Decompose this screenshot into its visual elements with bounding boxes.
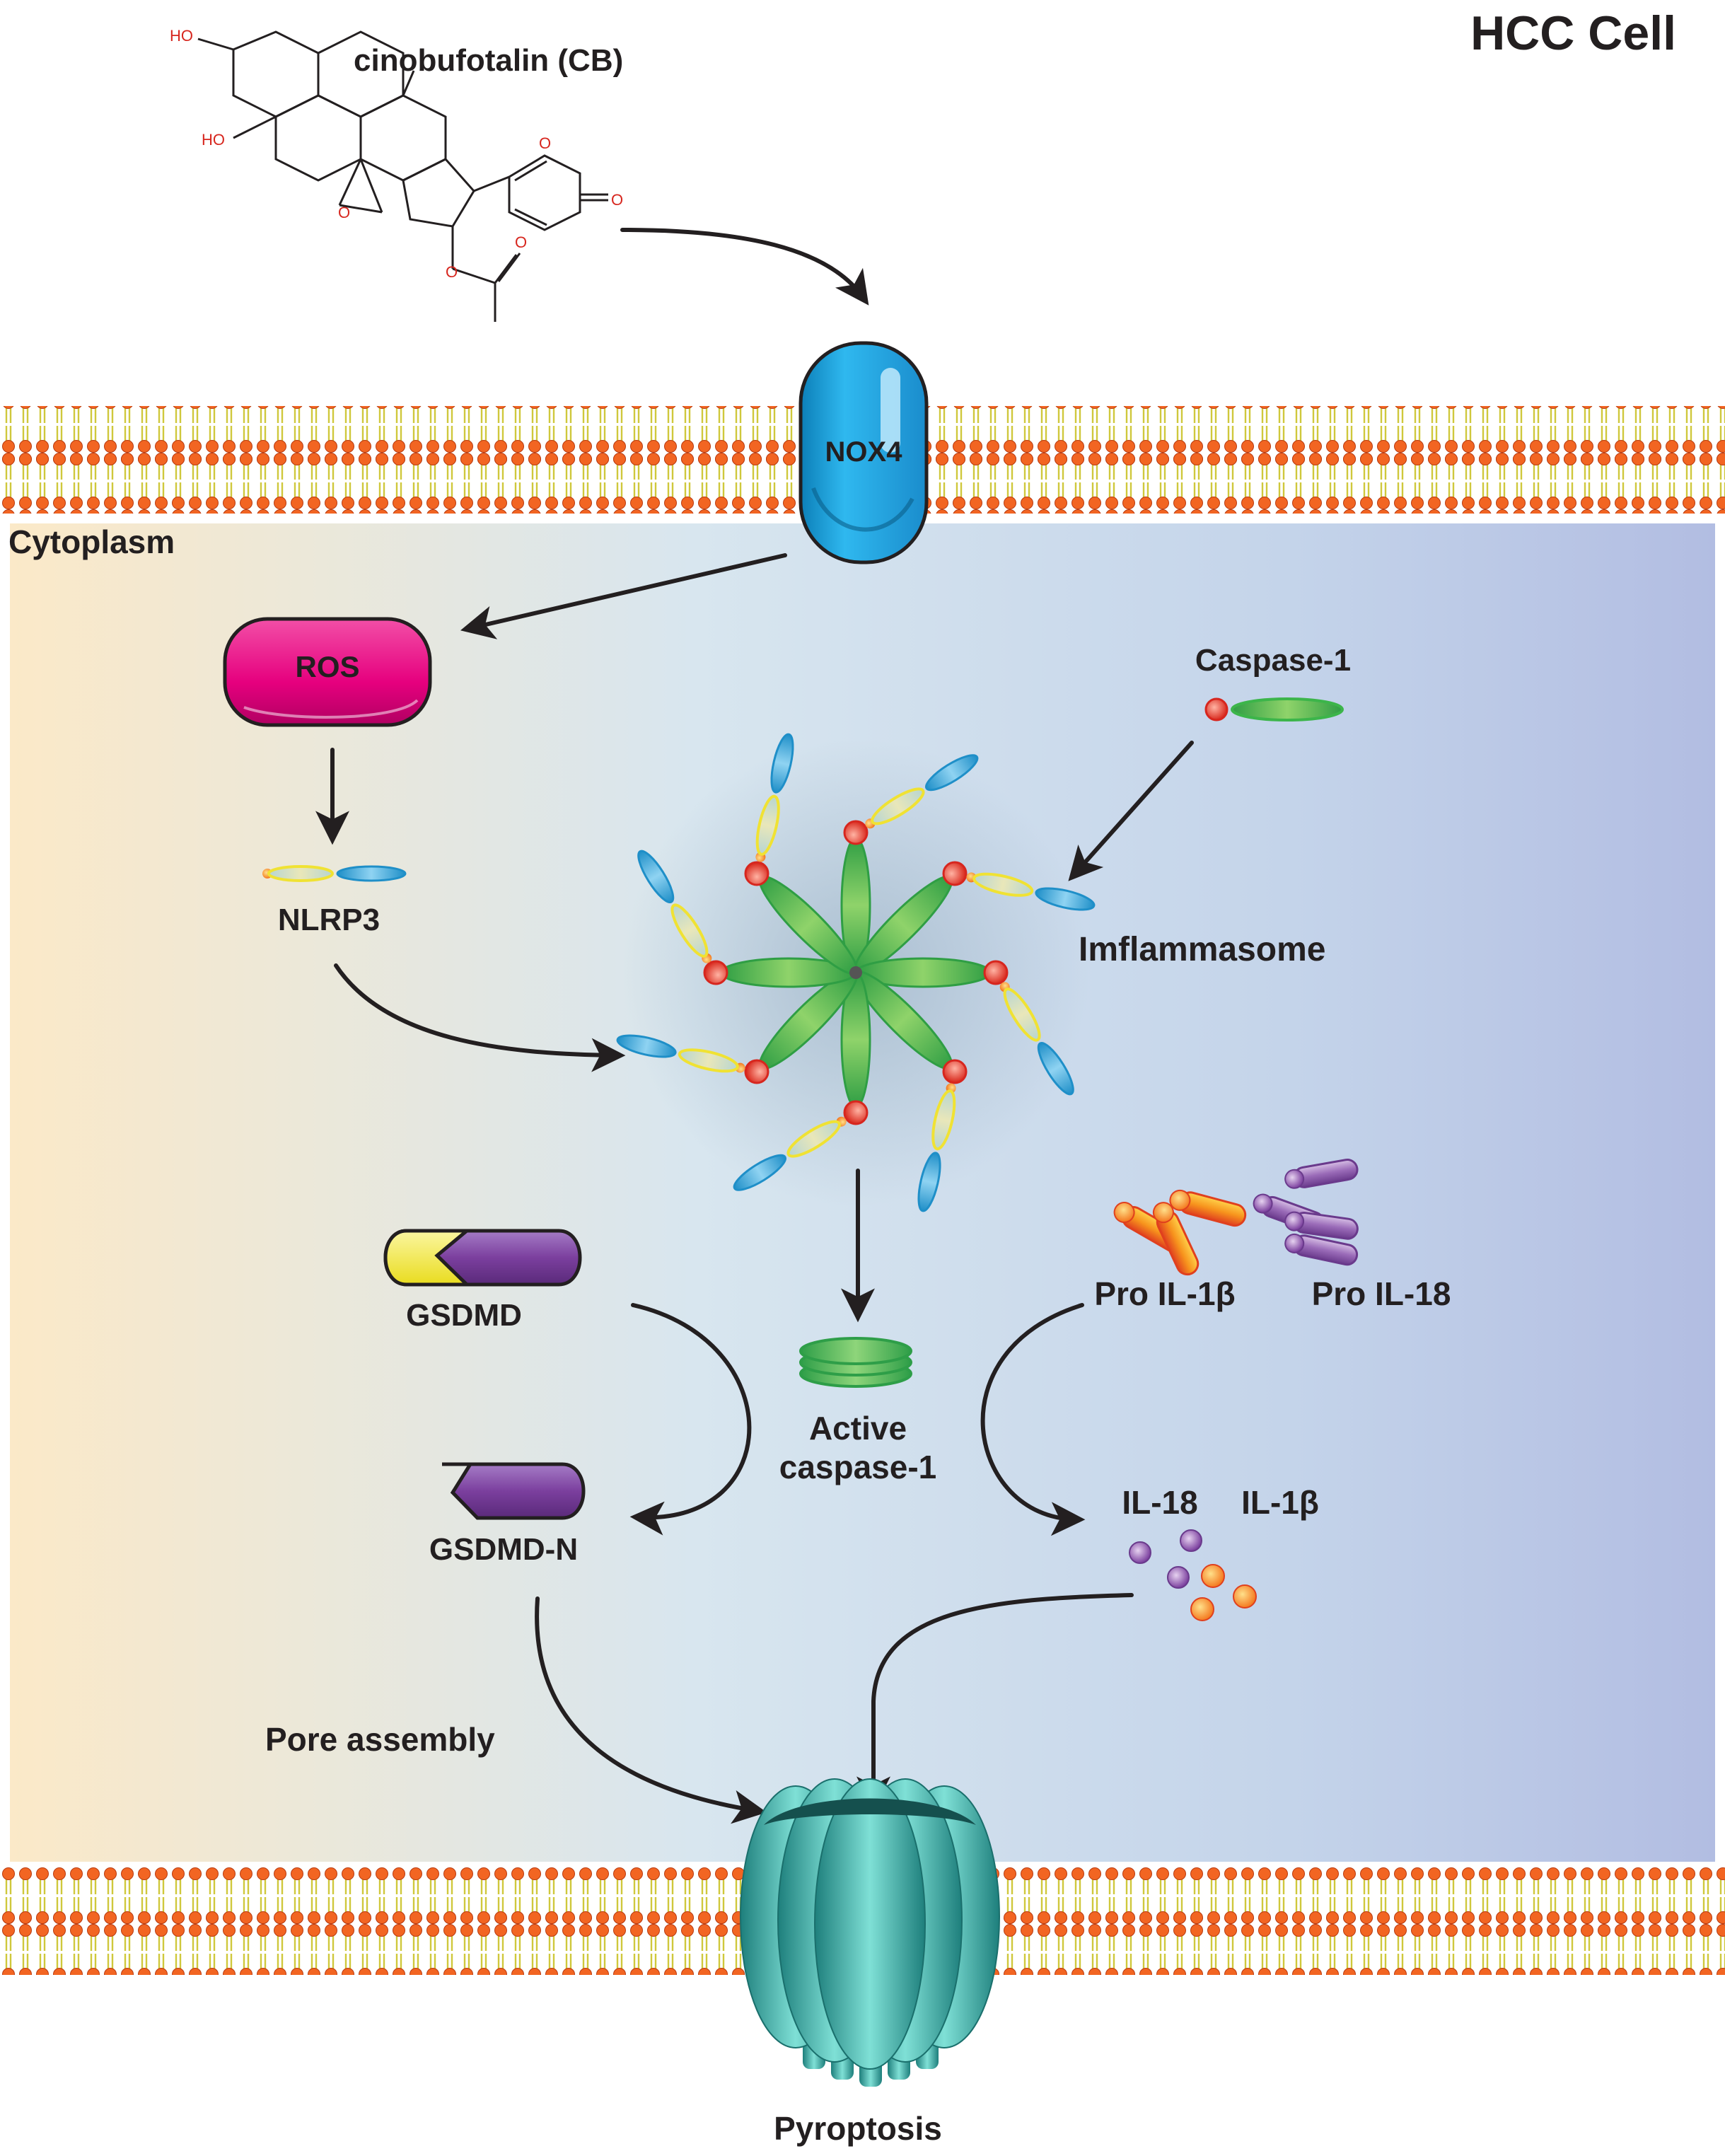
active-caspase-label-line2: caspase-1 [779,1449,937,1485]
lrr-domain [925,754,979,792]
arrow-gsdmdn-to-pore [535,1596,767,1824]
nacht-domain [786,1120,841,1158]
atom-ho-1: HO [170,27,193,45]
nlrp3-unit [637,850,712,963]
inflammasome-arm [840,754,979,974]
nlrp3-unit [865,754,979,829]
atom-o-epoxide: O [338,204,350,221]
nlrp3-unit [999,982,1074,1096]
arrow-cb-to-nox4 [620,228,869,306]
nacht-domain [755,794,780,856]
il18-label: IL-18 [1122,1484,1197,1521]
atom-o-ester: O [446,263,458,281]
caspase1-label: Caspase-1 [1195,643,1351,678]
caspase1-protein [1204,697,1344,721]
arrow-pro-to-mature-cytokines [980,1303,1086,1536]
card-bead [703,960,728,985]
card-bead [744,1059,769,1084]
pro-il18-cluster [1253,1159,1359,1266]
inflammasome-arm [854,957,1074,1096]
nox4-label: NOX4 [825,436,903,468]
arrow-nlrp3-to-inflammasome [334,963,626,1072]
lrr-domain [733,1154,786,1191]
nlrp3-unit [966,872,1096,911]
pyroptosis-label: Pyroptosis [774,2110,942,2147]
gsdmdn-protein [442,1462,586,1520]
atom-o-acetyl: O [515,233,527,251]
pore-assembly-label: Pore assembly [265,1721,495,1758]
inflammasome-complex [616,733,1096,1212]
card-bead [744,861,769,886]
inflammasome-arm [637,850,857,988]
ros-label: ROS [295,650,359,683]
card-bead [843,820,869,845]
gsdmd-protein [383,1229,582,1287]
arrow-caspase1-to-inflammasome [1068,741,1194,881]
nlrp3-unit [616,1034,745,1073]
card-bead [942,1059,968,1084]
nacht-domain [678,1048,739,1073]
arrow-nox4-to-ros [460,553,787,639]
lrr-domain [1035,887,1096,911]
card-bead [843,1100,869,1125]
cell-title: HCC Cell [1470,6,1676,60]
nox4-channel [798,341,929,564]
lrr-domain [917,1152,941,1212]
pro-il1b-cluster [1113,1189,1247,1276]
inflammasome-label: Imflammasome [1079,931,1325,968]
lrr-domain [770,733,794,794]
cytoplasm-label: Cytoplasm [8,523,175,560]
active-caspase-label-line1: Active [809,1410,907,1447]
inflammasome-arm [854,970,968,1212]
lrr-domain [616,1034,677,1058]
drug-label: cinobufotalin (CB) [354,43,623,78]
inflammasome-arm [854,861,1096,975]
nlrp3-unit [917,1083,956,1212]
cinobufotalin-structure [197,30,608,322]
nlrp3-label: NLRP3 [278,903,380,937]
nacht-domain [972,872,1034,897]
il1b-label: IL-1β [1241,1484,1319,1521]
nlrp3-unit [755,733,794,862]
atom-o-ring: O [539,134,551,152]
nacht-domain [871,787,925,825]
nacht-domain [670,903,709,958]
atom-ho-2: HO [202,131,225,149]
mature-cytokine-beads [1129,1529,1257,1621]
lrr-domain [1037,1042,1074,1096]
ros-node [223,617,432,727]
card-bead [983,960,1009,985]
arrow-cytokines-to-pore [856,1593,1134,1811]
nacht-domain [1003,987,1041,1042]
active-caspase1-discs [799,1337,912,1388]
card-bead [942,861,968,886]
nacht-domain [931,1089,956,1151]
pro-il18-label: Pro IL-18 [1312,1275,1451,1312]
inflammasome-arm [616,970,858,1084]
lrr-domain [637,850,675,903]
pro-il1b-label: Pro IL-1β [1094,1275,1235,1312]
nlrp3-protein [262,865,407,882]
nlrp3-unit [733,1116,847,1191]
gsdmdn-label: GSDMD-N [429,1532,578,1567]
gsdmd-label: GSDMD [406,1298,522,1333]
inflammasome-core [849,966,862,979]
arrow-gsdmd-to-gsdmdn [629,1303,752,1536]
atom-o-carbonyl: O [611,191,623,209]
gasdermin-pore [740,1778,1000,2087]
